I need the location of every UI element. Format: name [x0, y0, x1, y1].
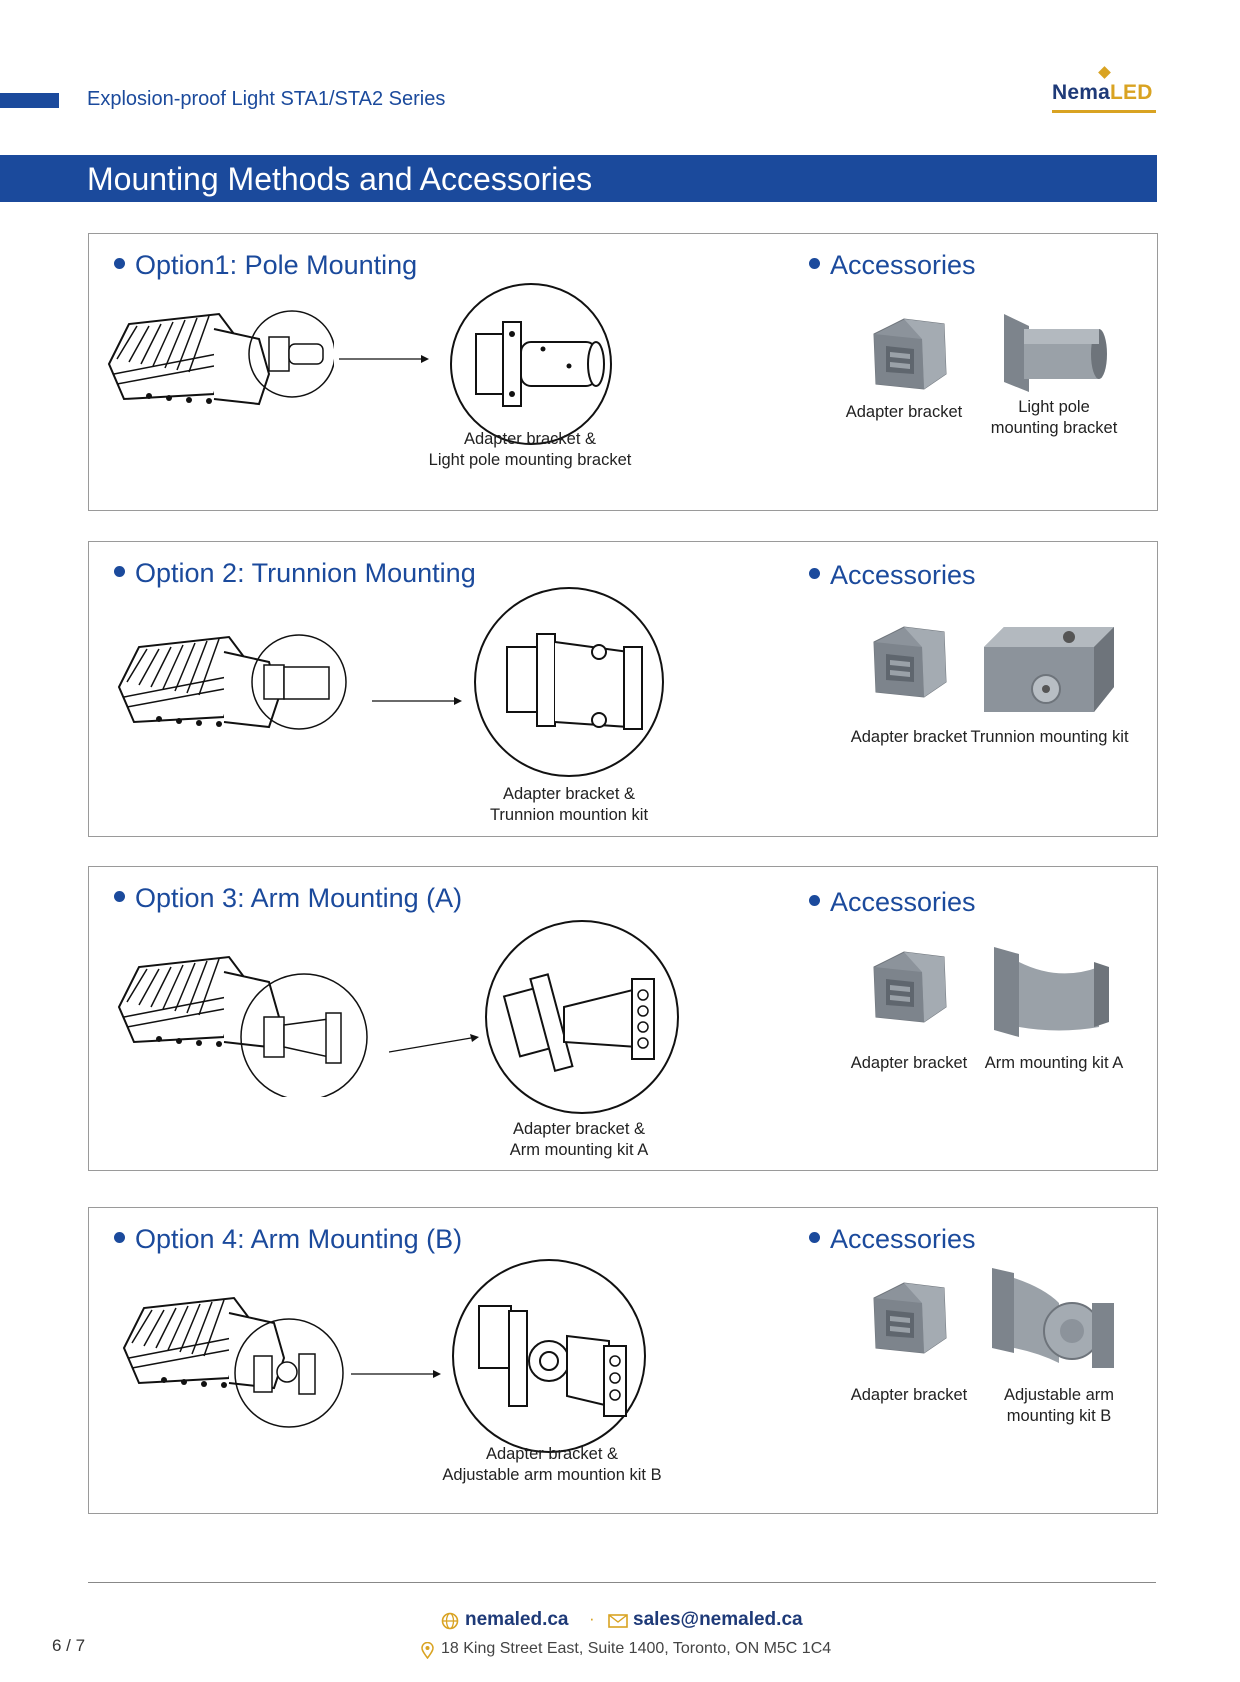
bullet-icon	[809, 895, 820, 907]
footer-divider	[88, 1582, 1156, 1583]
accessories-title: Accessories	[809, 887, 976, 918]
detail-arm-a-drawing	[485, 920, 679, 1114]
adjustable-arm-kit-b-image	[992, 1268, 1114, 1368]
bullet-icon	[809, 258, 820, 270]
arrow-icon	[389, 1034, 479, 1053]
footer-separator: ·	[589, 1609, 595, 1628]
option-panel-arm-b: Option 4: Arm Mounting (B) Accessories A…	[88, 1207, 1158, 1514]
accessories-title: Accessories	[809, 250, 976, 281]
footer-address: 18 King Street East, Suite 1400, Toronto…	[441, 1640, 832, 1657]
footer-email-link[interactable]: sales@nemaled.ca	[633, 1609, 803, 1630]
location-pin-icon	[421, 1642, 434, 1659]
bullet-icon	[114, 258, 125, 270]
detail-caption: Adapter bracket &Light pole mounting bra…	[428, 430, 632, 469]
adapter-bracket-image	[873, 1282, 947, 1354]
bullet-icon	[114, 891, 125, 903]
bullet-icon	[809, 1232, 820, 1244]
detail-arm-b-drawing	[452, 1259, 646, 1453]
page-number: 6 / 7	[52, 1636, 86, 1655]
accessory-label: Adapter bracket	[850, 1386, 968, 1404]
footer-website-link[interactable]: nemaled.ca	[465, 1609, 569, 1630]
accessory-label: Adapter bracket	[845, 403, 963, 421]
fixture-arm-b-drawing	[123, 1297, 344, 1428]
fixture-trunnion-drawing	[118, 634, 347, 730]
section-title: Mounting Methods and Accessories	[87, 161, 593, 197]
option-title: Option 4: Arm Mounting (B)	[114, 1224, 462, 1255]
company-logo: NemaLED	[1052, 66, 1156, 114]
header-accent-bar	[0, 93, 59, 108]
detail-caption: Adapter bracket &Arm mounting kit A	[509, 1120, 649, 1159]
option-title: Option1: Pole Mounting	[114, 250, 417, 281]
accessory-label: Adapter bracket	[850, 1054, 968, 1072]
logo-gem-icon	[1098, 66, 1111, 79]
series-title: Explosion-proof Light STA1/STA2 Series	[87, 88, 446, 110]
accessories-title: Accessories	[809, 560, 976, 591]
option-title: Option 3: Arm Mounting (A)	[114, 883, 462, 914]
fixture-arm-a-drawing	[118, 956, 368, 1097]
light-pole-bracket-image	[1004, 314, 1107, 392]
option-title: Option 2: Trunnion Mounting	[114, 558, 476, 589]
adapter-bracket-image	[873, 626, 947, 698]
adapter-bracket-image	[873, 951, 947, 1023]
detail-pole-drawing	[450, 283, 612, 445]
accessory-label: Arm mounting kit A	[984, 1054, 1124, 1072]
section-title-band: Mounting Methods and Accessories	[0, 155, 1157, 202]
accessory-label: Adapter bracket	[850, 728, 968, 746]
option-panel-arm-a: Option 3: Arm Mounting (A) Accessories A…	[88, 866, 1158, 1171]
accessories-title: Accessories	[809, 1224, 976, 1255]
detail-trunnion-drawing	[474, 587, 664, 777]
detail-caption: Adapter bracket &Trunnion mountion kit	[489, 785, 649, 824]
detail-caption: Adapter bracket &Adjustable arm mountion…	[442, 1445, 662, 1484]
bullet-icon	[809, 568, 820, 580]
arrow-icon	[372, 697, 462, 705]
mail-icon	[608, 1614, 628, 1628]
arrow-icon	[351, 1370, 441, 1378]
fixture-pole-drawing	[108, 310, 334, 405]
option-panel-trunnion: Option 2: Trunnion Mounting Accessories …	[88, 541, 1158, 837]
adapter-bracket-image	[873, 318, 947, 390]
accessory-label: Trunnion mounting kit	[970, 728, 1129, 746]
arm-kit-a-image	[994, 947, 1109, 1037]
bullet-icon	[114, 566, 125, 578]
arrow-icon	[339, 355, 429, 363]
bullet-icon	[114, 1232, 125, 1244]
trunnion-kit-image	[984, 627, 1114, 712]
globe-icon	[441, 1612, 459, 1630]
option-panel-pole: Option1: Pole Mounting Accessories Adapt…	[88, 233, 1158, 511]
